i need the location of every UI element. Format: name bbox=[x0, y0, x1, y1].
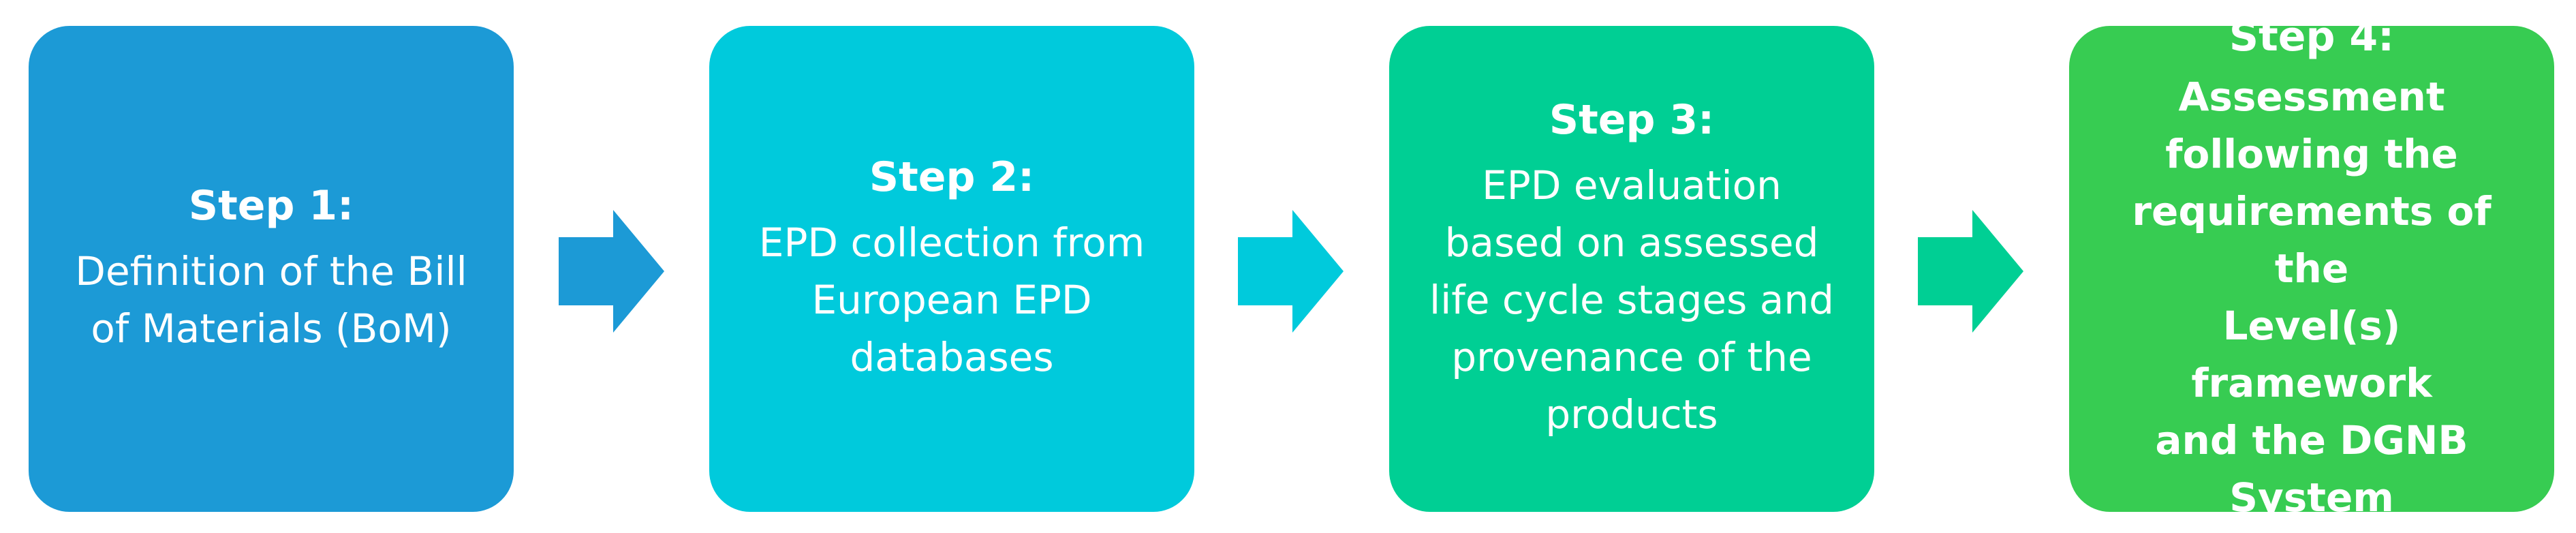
step-4-description: Assessment following the requirements of… bbox=[2132, 73, 2492, 521]
step-1-title: Step 1: bbox=[188, 181, 354, 230]
step-1-description: Definition of the Bill of Materials (BoM… bbox=[75, 247, 467, 352]
step-2-description: EPD collection from European EPD databas… bbox=[758, 219, 1145, 380]
step-2-title: Step 2: bbox=[869, 153, 1035, 201]
step-3-title: Step 3: bbox=[1549, 95, 1715, 144]
right-arrow-icon bbox=[1918, 210, 2023, 333]
step-2-box: Step 2: EPD collection from European EPD… bbox=[709, 26, 1194, 512]
step-4-box: Step 4: Assessment following the require… bbox=[2069, 13, 2554, 521]
step-4-title: Step 4: bbox=[2229, 12, 2395, 61]
step-3-box: Step 3: EPD evaluation based on assessed… bbox=[1389, 26, 1874, 512]
step-3-description: EPD evaluation based on assessed life cy… bbox=[1429, 162, 1834, 438]
step-1-box: Step 1: Definition of the Bill of Materi… bbox=[29, 26, 514, 512]
right-arrow-icon bbox=[1238, 210, 1344, 333]
right-arrow-icon bbox=[559, 210, 664, 333]
